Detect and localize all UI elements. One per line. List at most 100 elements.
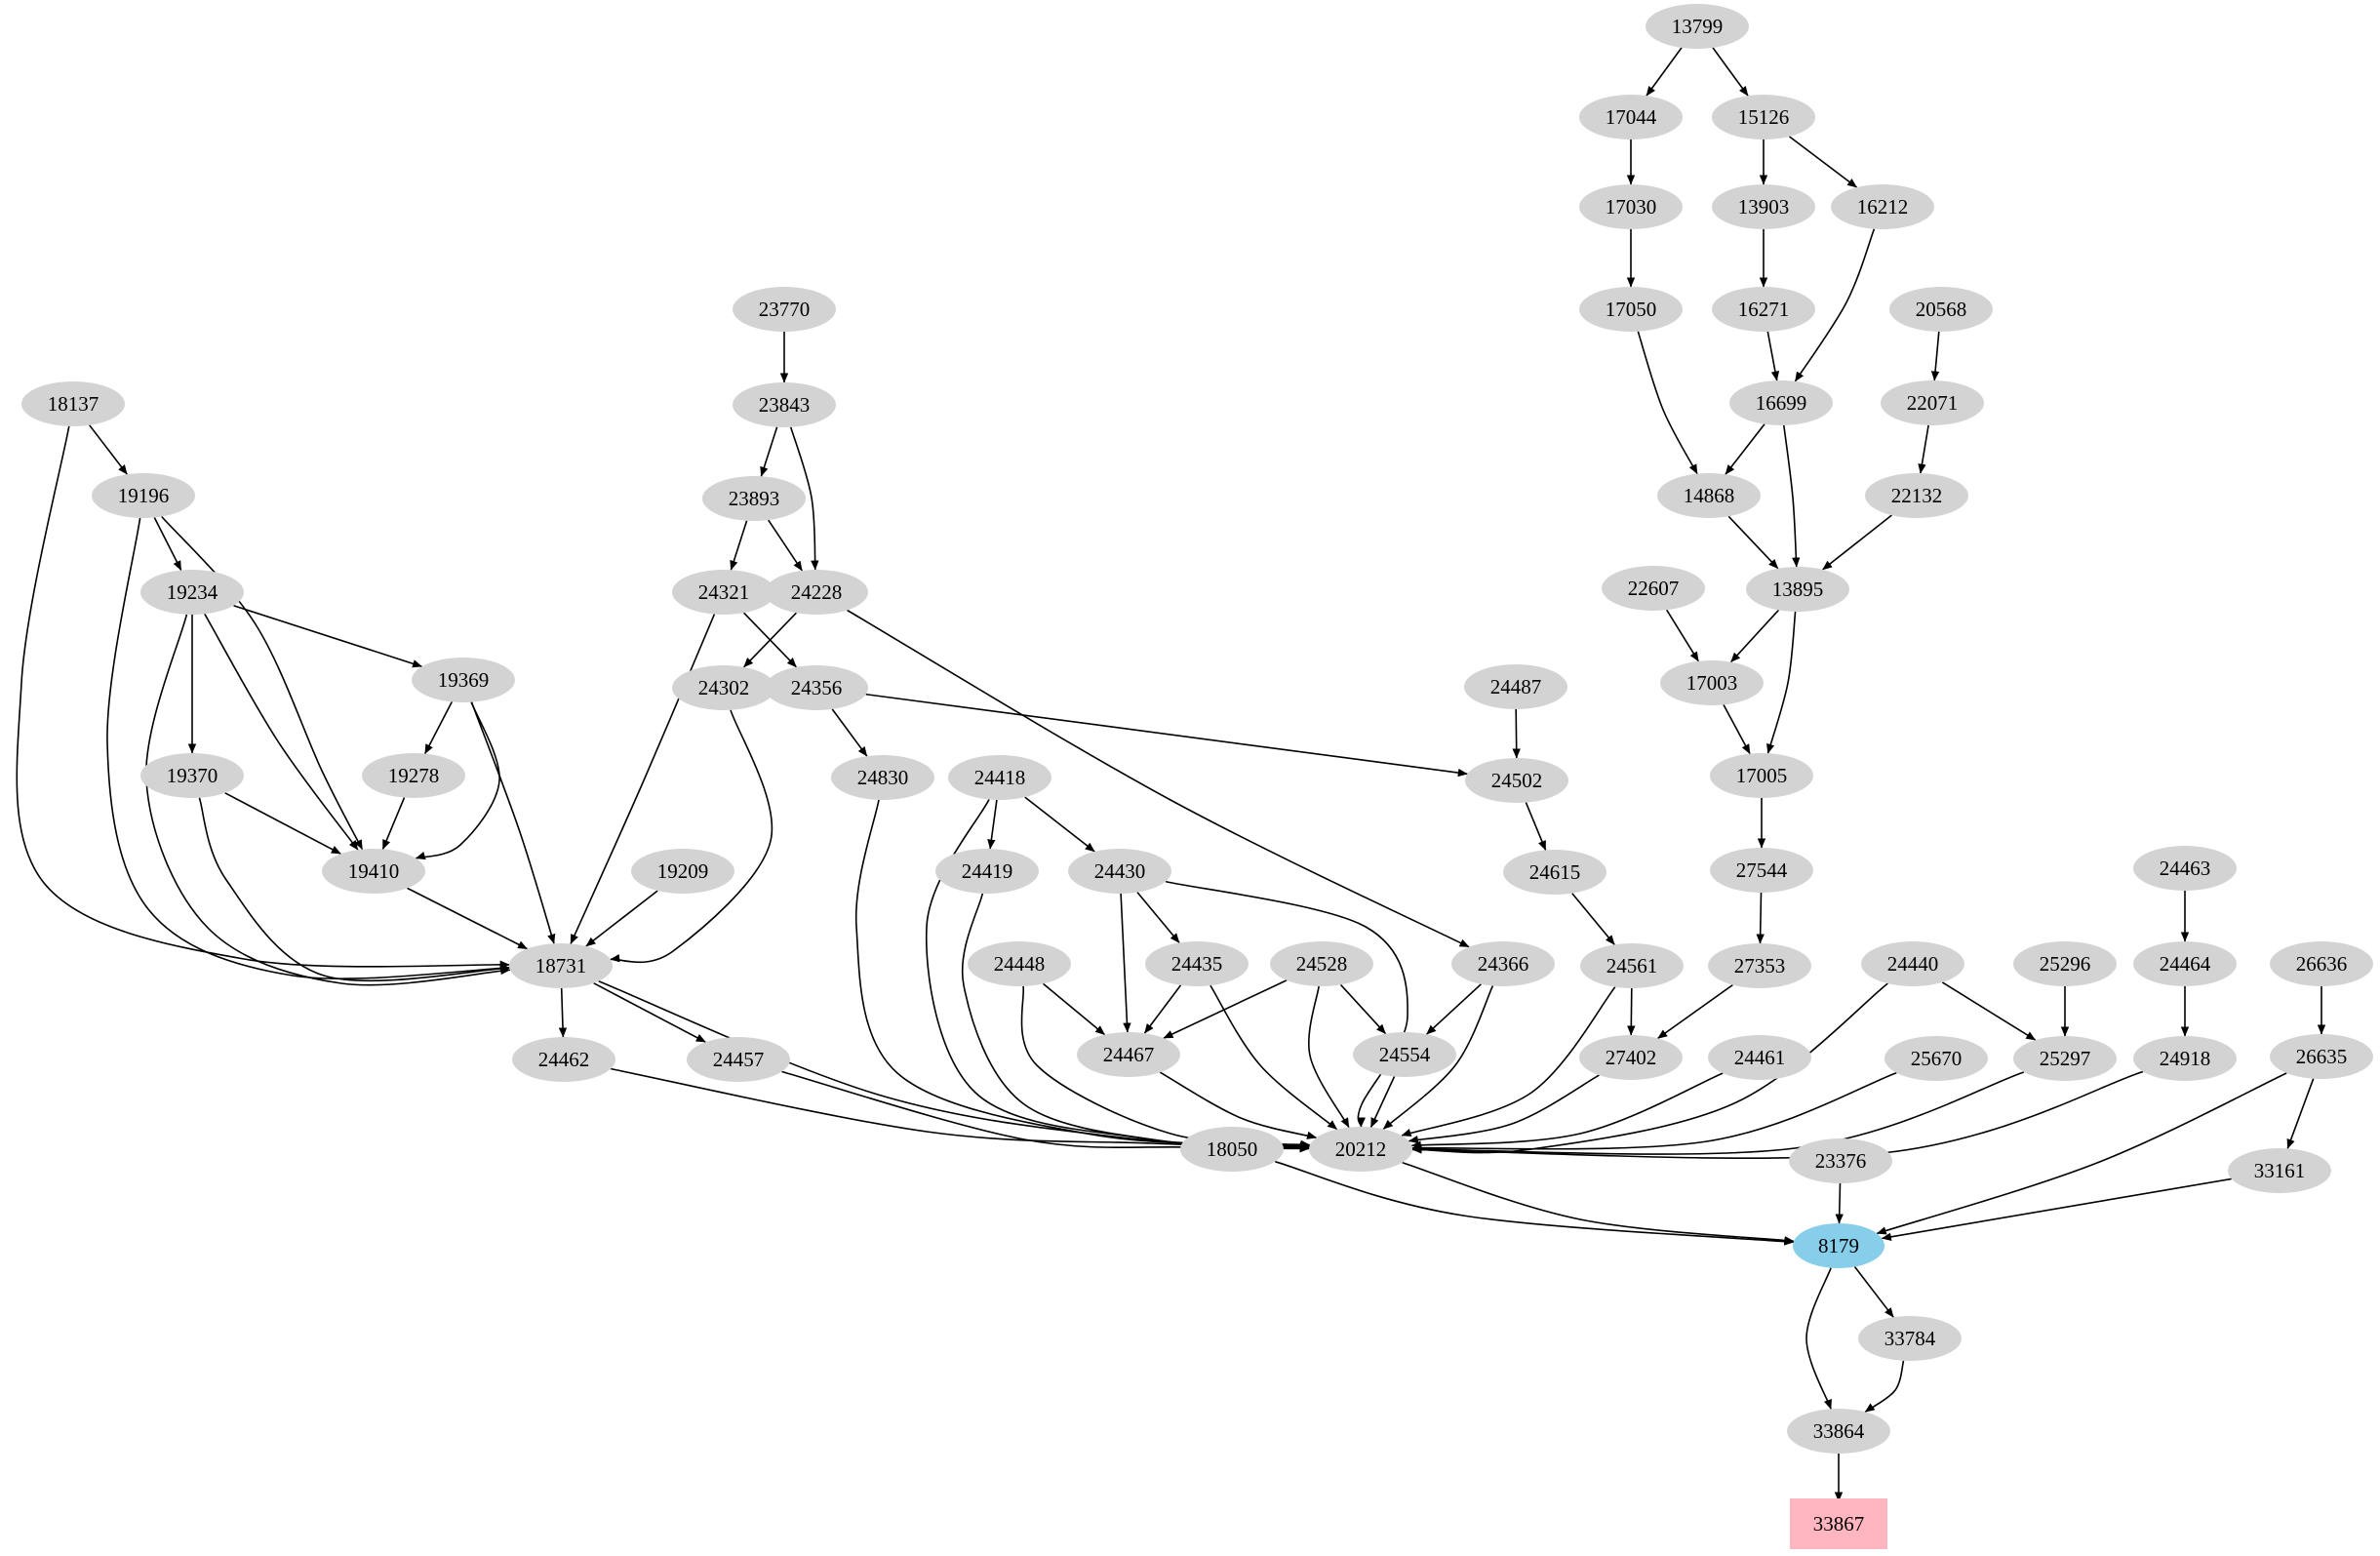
node-ellipse-shape[interactable] bbox=[1712, 287, 1815, 332]
node-23843[interactable]: 23843 bbox=[733, 382, 836, 427]
node-ellipse-shape[interactable] bbox=[412, 658, 515, 702]
node-ellipse-shape[interactable] bbox=[1865, 473, 1968, 518]
node-ellipse-shape[interactable] bbox=[140, 570, 244, 615]
node-33784[interactable]: 33784 bbox=[1858, 1316, 1962, 1361]
node-ellipse-shape[interactable] bbox=[1746, 567, 1849, 612]
node-25670[interactable]: 25670 bbox=[1884, 1036, 1988, 1081]
node-24461[interactable]: 24461 bbox=[1708, 1035, 1811, 1080]
node-ellipse-shape[interactable] bbox=[1309, 1127, 1412, 1172]
node-19369[interactable]: 19369 bbox=[412, 658, 515, 702]
node-25297[interactable]: 25297 bbox=[2013, 1036, 2117, 1081]
node-24554[interactable]: 24554 bbox=[1353, 1032, 1456, 1077]
node-22607[interactable]: 22607 bbox=[1602, 566, 1705, 611]
node-ellipse-shape[interactable] bbox=[1789, 1138, 1892, 1183]
node-24464[interactable]: 24464 bbox=[2133, 941, 2237, 986]
node-ellipse-shape[interactable] bbox=[2270, 1034, 2373, 1079]
node-25296[interactable]: 25296 bbox=[2013, 941, 2117, 986]
node-ellipse-shape[interactable] bbox=[2013, 941, 2117, 986]
node-ellipse-shape[interactable] bbox=[1451, 941, 1555, 986]
node-24228[interactable]: 24228 bbox=[765, 570, 868, 615]
node-ellipse-shape[interactable] bbox=[2270, 941, 2373, 986]
node-23893[interactable]: 23893 bbox=[702, 476, 806, 521]
node-ellipse-shape[interactable] bbox=[1729, 380, 1833, 425]
node-24830[interactable]: 24830 bbox=[831, 755, 934, 800]
node-ellipse-shape[interactable] bbox=[631, 849, 734, 894]
node-ellipse-shape[interactable] bbox=[1712, 95, 1815, 140]
node-ellipse-shape[interactable] bbox=[1884, 1036, 1988, 1081]
node-24918[interactable]: 24918 bbox=[2133, 1036, 2237, 1081]
node-ellipse-shape[interactable] bbox=[322, 849, 425, 894]
node-ellipse-shape[interactable] bbox=[509, 943, 613, 988]
node-24561[interactable]: 24561 bbox=[1580, 943, 1684, 988]
node-ellipse-shape[interactable] bbox=[1858, 1316, 1962, 1361]
node-18731[interactable]: 18731 bbox=[509, 943, 613, 988]
node-ellipse-shape[interactable] bbox=[1180, 1127, 1284, 1172]
node-ellipse-shape[interactable] bbox=[1708, 1035, 1811, 1080]
node-ellipse-shape[interactable] bbox=[1077, 1032, 1180, 1077]
node-17005[interactable]: 17005 bbox=[1710, 753, 1813, 798]
node-23376[interactable]: 23376 bbox=[1789, 1138, 1892, 1183]
node-ellipse-shape[interactable] bbox=[1145, 941, 1249, 986]
node-ellipse-shape[interactable] bbox=[687, 1037, 790, 1082]
node-ellipse-shape[interactable] bbox=[1793, 1223, 1884, 1268]
node-ellipse-shape[interactable] bbox=[1068, 849, 1171, 894]
node-33864[interactable]: 33864 bbox=[1787, 1409, 1890, 1454]
node-24502[interactable]: 24502 bbox=[1465, 758, 1568, 803]
node-26636[interactable]: 26636 bbox=[2270, 941, 2373, 986]
node-24462[interactable]: 24462 bbox=[512, 1037, 615, 1082]
node-17003[interactable]: 17003 bbox=[1660, 660, 1764, 705]
node-ellipse-shape[interactable] bbox=[362, 753, 465, 798]
node-20568[interactable]: 20568 bbox=[1889, 287, 1993, 332]
node-20212[interactable]: 20212 bbox=[1309, 1127, 1412, 1172]
node-24419[interactable]: 24419 bbox=[935, 849, 1039, 894]
node-ellipse-shape[interactable] bbox=[2133, 941, 2237, 986]
node-24615[interactable]: 24615 bbox=[1503, 850, 1606, 895]
node-24448[interactable]: 24448 bbox=[968, 941, 1071, 986]
node-ellipse-shape[interactable] bbox=[733, 382, 836, 427]
node-ellipse-shape[interactable] bbox=[1579, 287, 1683, 332]
node-ellipse-shape[interactable] bbox=[831, 755, 934, 800]
node-ellipse-shape[interactable] bbox=[1270, 941, 1373, 986]
node-ellipse-shape[interactable] bbox=[1889, 287, 1993, 332]
node-18137[interactable]: 18137 bbox=[21, 381, 125, 426]
node-16271[interactable]: 16271 bbox=[1712, 287, 1815, 332]
node-ellipse-shape[interactable] bbox=[92, 473, 195, 518]
node-19410[interactable]: 19410 bbox=[322, 849, 425, 894]
node-ellipse-shape[interactable] bbox=[1861, 941, 1964, 986]
node-13903[interactable]: 13903 bbox=[1712, 184, 1815, 229]
node-13895[interactable]: 13895 bbox=[1746, 567, 1849, 612]
node-ellipse-shape[interactable] bbox=[1708, 943, 1811, 988]
node-ellipse-shape[interactable] bbox=[1464, 664, 1567, 709]
node-ellipse-shape[interactable] bbox=[765, 570, 868, 615]
node-24487[interactable]: 24487 bbox=[1464, 664, 1567, 709]
node-ellipse-shape[interactable] bbox=[935, 849, 1039, 894]
node-18050[interactable]: 18050 bbox=[1180, 1127, 1284, 1172]
node-ellipse-shape[interactable] bbox=[1579, 95, 1683, 140]
node-ellipse-shape[interactable] bbox=[512, 1037, 615, 1082]
node-ellipse-shape[interactable] bbox=[2133, 846, 2237, 891]
node-24418[interactable]: 24418 bbox=[948, 755, 1051, 800]
node-19196[interactable]: 19196 bbox=[92, 473, 195, 518]
node-ellipse-shape[interactable] bbox=[1353, 1032, 1456, 1077]
node-ellipse-shape[interactable] bbox=[672, 570, 775, 615]
node-19209[interactable]: 19209 bbox=[631, 849, 734, 894]
node-24430[interactable]: 24430 bbox=[1068, 849, 1171, 894]
node-ellipse-shape[interactable] bbox=[765, 665, 868, 710]
node-13799[interactable]: 13799 bbox=[1646, 4, 1749, 49]
node-24440[interactable]: 24440 bbox=[1861, 941, 1964, 986]
node-24356[interactable]: 24356 bbox=[765, 665, 868, 710]
node-33867[interactable]: 33867 bbox=[1790, 1498, 1887, 1549]
node-16212[interactable]: 16212 bbox=[1831, 184, 1934, 229]
node-8179[interactable]: 8179 bbox=[1793, 1223, 1884, 1268]
node-ellipse-shape[interactable] bbox=[2133, 1036, 2237, 1081]
node-ellipse-shape[interactable] bbox=[1579, 1035, 1683, 1080]
node-ellipse-shape[interactable] bbox=[948, 755, 1051, 800]
node-22071[interactable]: 22071 bbox=[1881, 380, 1984, 425]
node-box-shape[interactable] bbox=[1790, 1498, 1887, 1549]
node-14868[interactable]: 14868 bbox=[1657, 473, 1761, 518]
node-15126[interactable]: 15126 bbox=[1712, 95, 1815, 140]
node-ellipse-shape[interactable] bbox=[1602, 566, 1705, 611]
node-ellipse-shape[interactable] bbox=[1465, 758, 1568, 803]
node-ellipse-shape[interactable] bbox=[2228, 1148, 2331, 1193]
node-ellipse-shape[interactable] bbox=[1660, 660, 1764, 705]
